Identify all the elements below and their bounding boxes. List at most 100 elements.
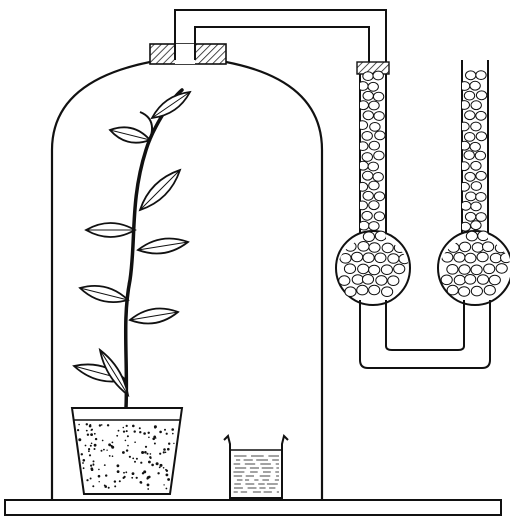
plant bbox=[74, 90, 190, 408]
soil-particle bbox=[83, 467, 85, 469]
granule bbox=[369, 201, 379, 210]
soil-particle bbox=[159, 453, 161, 455]
granule bbox=[484, 264, 495, 274]
soil-particle bbox=[117, 464, 120, 467]
soil-particle bbox=[124, 476, 126, 478]
granule bbox=[476, 111, 486, 120]
soil-particle bbox=[139, 431, 141, 433]
beaker bbox=[224, 436, 288, 498]
soil-particle bbox=[101, 450, 103, 452]
granule bbox=[461, 201, 471, 210]
soil-particle bbox=[94, 448, 96, 450]
soil-particle bbox=[114, 485, 116, 487]
granule bbox=[369, 222, 379, 231]
granule bbox=[369, 285, 380, 295]
soil-particle bbox=[85, 445, 87, 447]
soil-particle bbox=[90, 465, 92, 467]
granule bbox=[471, 101, 481, 110]
soil-particle bbox=[129, 456, 131, 458]
soil-particle bbox=[140, 462, 142, 464]
soil-particle bbox=[163, 484, 164, 485]
granule bbox=[459, 182, 469, 191]
granule bbox=[476, 71, 486, 80]
granule bbox=[375, 231, 386, 241]
soil-particle bbox=[94, 433, 96, 435]
granule bbox=[459, 82, 469, 91]
granule bbox=[358, 242, 369, 252]
granule bbox=[466, 231, 477, 241]
stopper bbox=[150, 44, 226, 64]
soil-particle bbox=[173, 443, 174, 444]
soil-particle bbox=[143, 470, 146, 473]
soil-particle bbox=[89, 454, 91, 456]
granule bbox=[465, 111, 475, 120]
soil-particle bbox=[92, 485, 94, 487]
granule bbox=[375, 253, 386, 263]
soil-particle bbox=[147, 488, 149, 490]
granule bbox=[471, 265, 482, 275]
soil-particle bbox=[154, 443, 156, 445]
soil-particle bbox=[125, 440, 127, 442]
granule bbox=[376, 276, 387, 286]
soil-particle bbox=[78, 438, 81, 441]
soil-particle bbox=[93, 464, 95, 466]
soil-particle bbox=[165, 452, 167, 454]
granule bbox=[352, 275, 363, 285]
soil-particle bbox=[99, 481, 100, 482]
granule bbox=[363, 72, 373, 81]
soil-particle bbox=[132, 458, 134, 460]
soil-particle bbox=[112, 442, 114, 444]
soil-particle bbox=[83, 459, 86, 462]
soil-particle bbox=[148, 432, 150, 434]
soil-particle bbox=[89, 424, 91, 426]
soil-particle bbox=[148, 461, 151, 464]
granule bbox=[363, 232, 374, 242]
soil-particle bbox=[95, 438, 97, 440]
granule bbox=[357, 121, 367, 130]
granule bbox=[358, 264, 369, 274]
soil-particle bbox=[141, 451, 144, 454]
soil-particle bbox=[86, 423, 88, 425]
granule bbox=[490, 253, 501, 263]
soil-particle bbox=[143, 432, 146, 435]
soil-particle bbox=[108, 487, 110, 489]
soil-particle bbox=[94, 444, 97, 447]
granule bbox=[454, 252, 465, 262]
soil-particle bbox=[91, 443, 93, 445]
granule bbox=[374, 192, 384, 201]
soil-particle bbox=[104, 464, 106, 466]
soil-particle bbox=[171, 428, 174, 431]
granule bbox=[465, 133, 475, 142]
soil-particle bbox=[117, 470, 120, 473]
granule bbox=[369, 181, 379, 190]
granule bbox=[362, 211, 372, 220]
soil-particle bbox=[148, 437, 150, 439]
soil-particle bbox=[108, 443, 111, 446]
soil-particle bbox=[147, 484, 150, 487]
granule bbox=[388, 254, 399, 264]
soil-particle bbox=[150, 453, 152, 455]
granule bbox=[369, 265, 380, 275]
soil-particle bbox=[166, 488, 168, 490]
soil-particle bbox=[164, 429, 166, 431]
granule bbox=[369, 243, 380, 253]
granule bbox=[465, 172, 475, 181]
granule bbox=[459, 265, 470, 275]
granule bbox=[363, 91, 373, 100]
granule bbox=[471, 202, 481, 211]
granule bbox=[369, 141, 379, 150]
granule bbox=[359, 221, 369, 230]
granule bbox=[344, 264, 355, 274]
granule bbox=[363, 191, 373, 200]
soil-particle bbox=[82, 462, 84, 464]
soil-particle bbox=[159, 467, 161, 469]
granule bbox=[374, 151, 384, 160]
soil-particle bbox=[156, 462, 159, 465]
granule bbox=[454, 275, 465, 285]
granule bbox=[362, 153, 372, 162]
soil-particle bbox=[140, 481, 143, 484]
soil-particle bbox=[87, 434, 89, 436]
granule bbox=[470, 142, 480, 151]
pot bbox=[72, 408, 182, 494]
granule bbox=[339, 276, 350, 286]
